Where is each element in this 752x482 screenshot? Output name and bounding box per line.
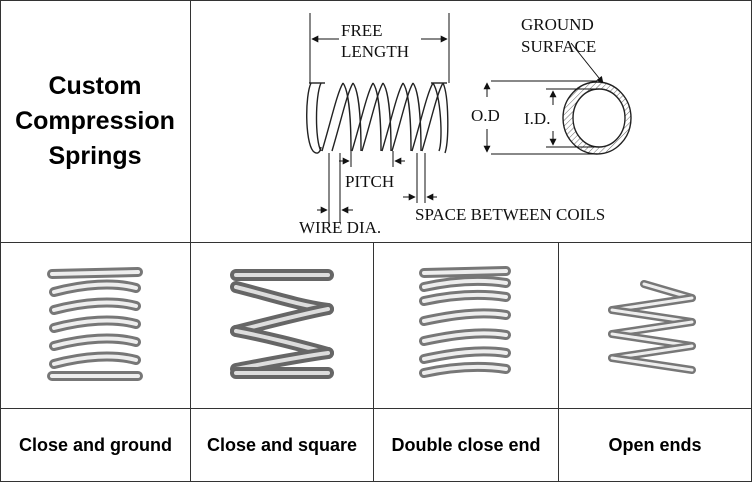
table-divider-col1 <box>190 0 191 482</box>
spring-close-square-image <box>230 269 334 379</box>
pitch-dimension <box>339 151 405 167</box>
spring-open-ends-image <box>608 280 696 374</box>
title-line-2: Compression <box>15 106 175 135</box>
od-label: O.D <box>471 106 500 125</box>
caption-close-and-ground: Close and ground <box>19 434 172 455</box>
wire-dia-dimension <box>317 153 353 223</box>
ground-surface-label-2: SURFACE <box>521 37 596 56</box>
wire-dia-label: WIRE DIA. <box>299 218 381 237</box>
free-length-label-1: FREE <box>341 21 383 40</box>
free-length-label-2: LENGTH <box>341 42 409 61</box>
caption-close-and-square: Close and square <box>206 434 358 455</box>
spring-dimension-diagram: FREE LENGTH <box>299 13 632 237</box>
ground-surface-label-1: GROUND <box>521 15 594 34</box>
caption-double-close-end: Double close end <box>391 434 541 455</box>
table-border-top <box>0 0 752 1</box>
table-border-left <box>0 0 1 482</box>
spring-double-close-image <box>419 266 511 378</box>
table-divider-col3 <box>558 242 559 482</box>
title-line-3: Springs <box>48 141 142 170</box>
table-divider-row2 <box>0 408 752 409</box>
space-between-coils-label: SPACE BETWEEN COILS <box>415 205 605 224</box>
title-line-1: Custom <box>48 71 142 100</box>
spring-side-view <box>306 82 449 154</box>
spring-cross-section <box>483 42 632 155</box>
spring-close-ground-image <box>47 267 143 381</box>
space-between-coils-dimension <box>403 153 437 203</box>
free-length-dimension: FREE LENGTH <box>309 13 450 83</box>
table-divider-row1 <box>0 242 752 243</box>
page-title: Custom Compression Springs <box>0 0 190 242</box>
table-divider-col2 <box>373 242 374 482</box>
pitch-label: PITCH <box>345 172 394 191</box>
caption-open-ends: Open ends <box>608 434 702 455</box>
id-label: I.D. <box>524 109 550 128</box>
